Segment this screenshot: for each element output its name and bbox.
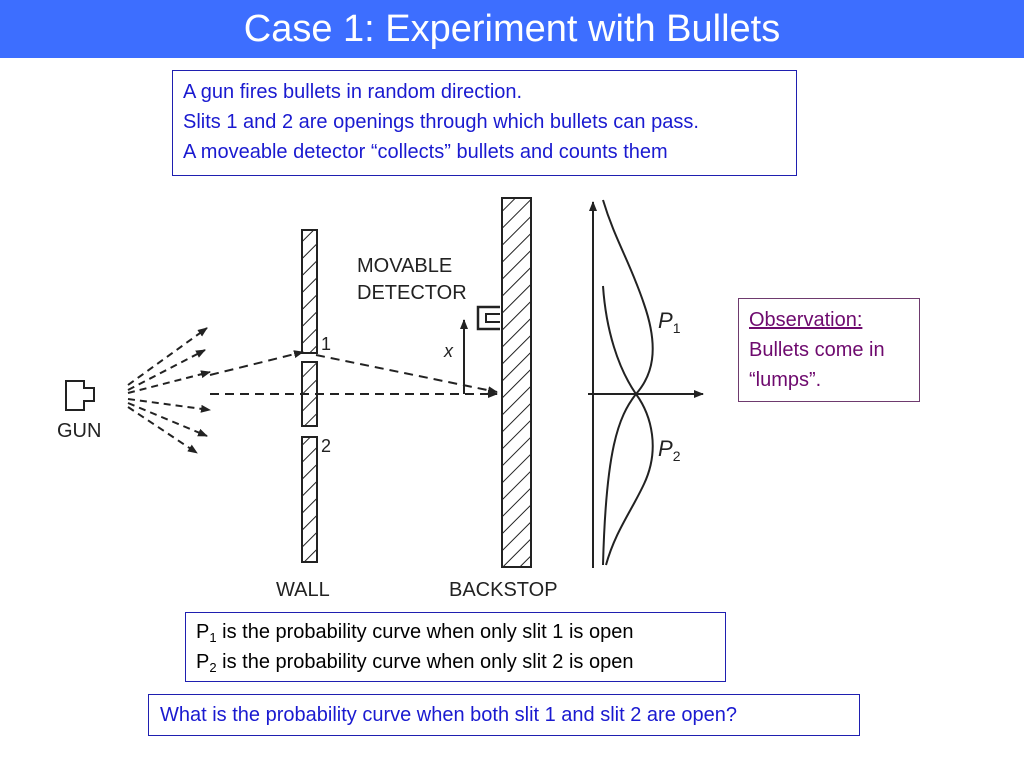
wall-segment-top [301,229,318,354]
wall-segment-bottom [301,436,318,563]
detector-icon[interactable] [476,305,500,331]
intro-line-2: Slits 1 and 2 are openings through which… [183,111,699,133]
p1-curve [602,199,654,566]
wall [301,229,318,563]
wall-label: WALL [276,579,330,601]
observation-line-2: “lumps”. [749,369,822,391]
slide-title: Case 1: Experiment with Bullets [243,7,781,50]
intro-textbox: A gun fires bullets in random direction.… [172,70,797,176]
slit-1-label: 1 [321,334,331,354]
question-textbox: What is the probability curve when both … [148,694,860,736]
slit-2-label: 2 [321,436,331,456]
backstop [501,197,532,568]
detector-label-line-2: DETECTOR [357,282,467,304]
p2-symbol: P2 [658,436,681,464]
observation-textbox: Observation: Bullets come in “lumps”. [738,298,920,402]
bullet-spray-arrows [127,327,211,454]
bullet-paths [209,350,498,398]
slide-title-bar: Case 1: Experiment with Bullets [0,0,1024,58]
backstop-label: BACKSTOP [449,579,558,601]
intro-line-3: A moveable detector “collects” bullets a… [183,141,668,163]
question-text: What is the probability curve when both … [160,704,737,726]
gun-icon [65,380,95,411]
intro-line-1: A gun fires bullets in random direction. [183,81,523,103]
detector-label-line-1: MOVABLE [357,255,452,277]
p2-curve [602,285,654,566]
p1-symbol: P1 [658,308,681,336]
x-label: x [443,341,454,361]
gun-label: GUN [57,420,101,442]
p2-definition: P2 is the probability curve when only sl… [196,651,634,675]
probability-axes [588,201,704,568]
probability-definitions-textbox: P1 is the probability curve when only sl… [185,612,726,682]
p1-definition: P1 is the probability curve when only sl… [196,621,634,645]
observation-heading: Observation: [749,309,863,331]
observation-line-1: Bullets come in [749,339,885,361]
